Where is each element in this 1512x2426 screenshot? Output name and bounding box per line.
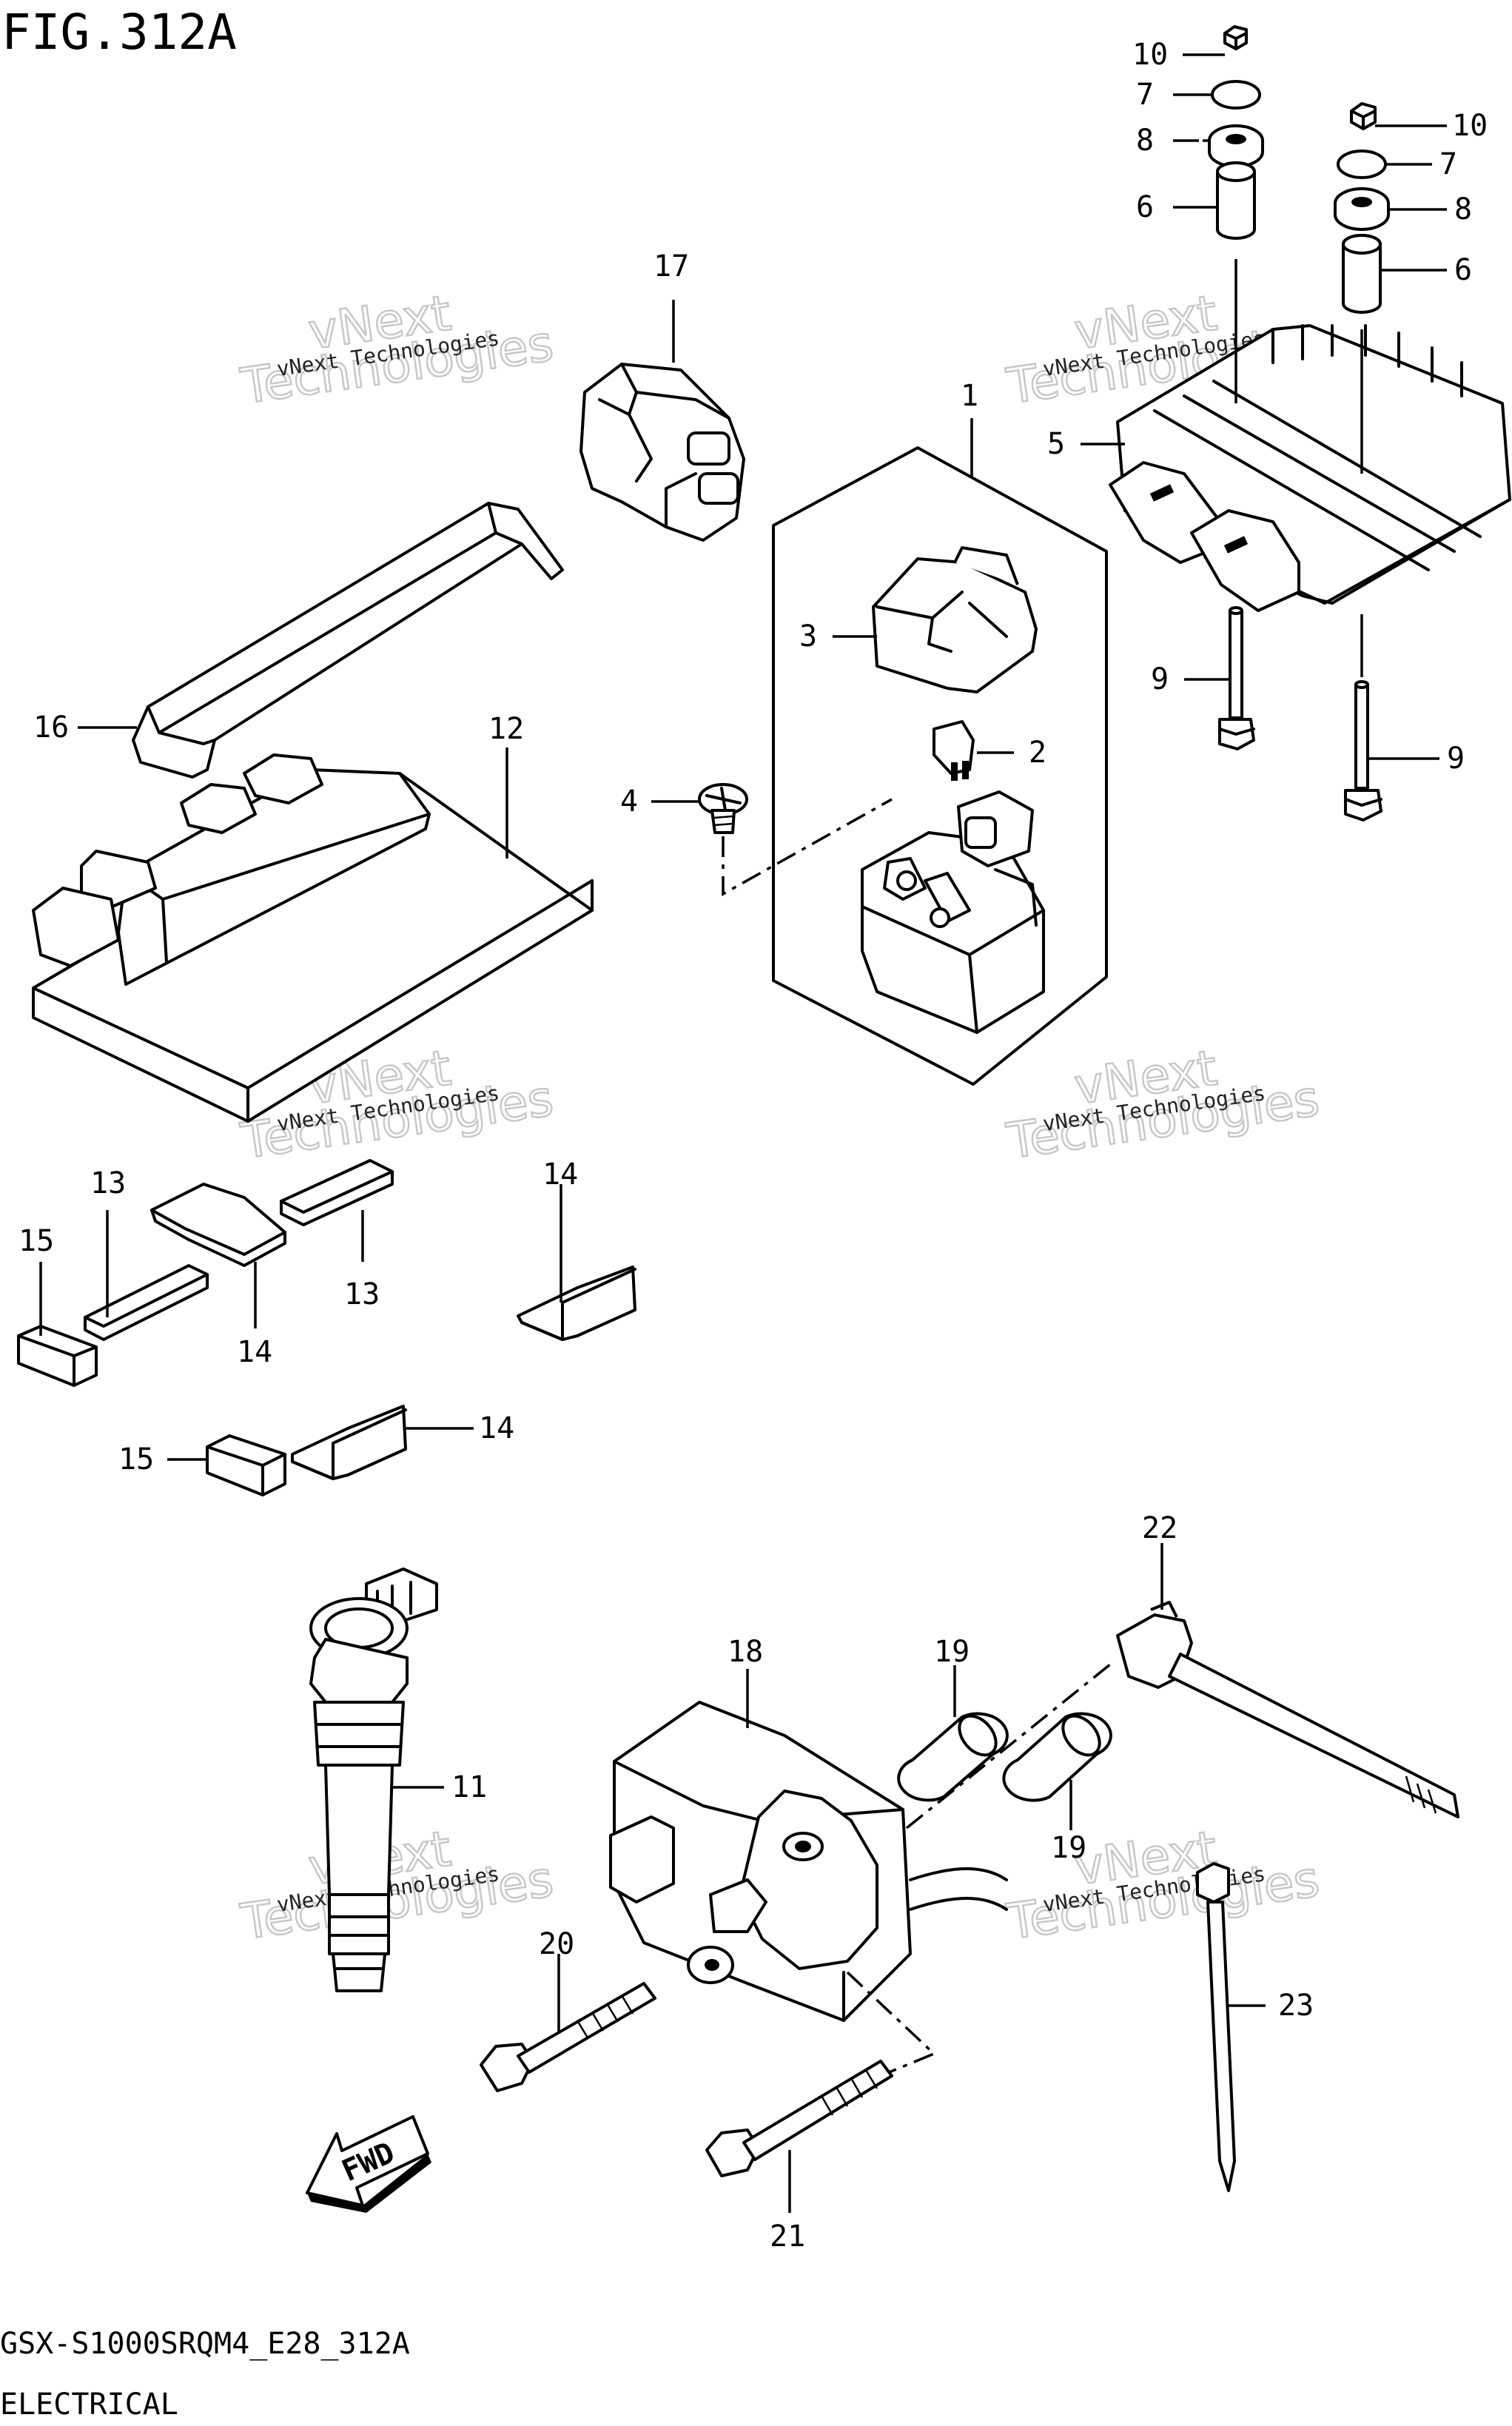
callout-8b: 8 [1454, 192, 1472, 226]
part-1-starter-relay-assembly [772, 446, 1108, 1086]
callout-14c: 14 [479, 1411, 514, 1445]
part-6-7-8-10-left-stack [1208, 25, 1264, 403]
part-19-collar-right [1002, 1712, 1112, 1802]
part-12-ecm [32, 753, 594, 1123]
callout-18: 18 [728, 1635, 763, 1669]
part-11-ignition-coil [309, 1568, 438, 1992]
callout-14b: 14 [542, 1157, 578, 1192]
callout-6b: 6 [1454, 253, 1472, 287]
callout-19b: 19 [1051, 1831, 1086, 1865]
callout-16: 16 [33, 710, 69, 745]
part-19-collar-left [897, 1712, 1009, 1802]
callout-3: 3 [799, 619, 817, 653]
part-13-14-15-pads [17, 1159, 636, 1496]
callout-5: 5 [1047, 427, 1065, 461]
callout-11: 11 [451, 1770, 487, 1804]
part-9-bolt-right [1344, 614, 1382, 821]
callout-7b: 7 [1439, 147, 1457, 181]
callout-13a: 13 [90, 1166, 126, 1200]
part-16-band [132, 502, 564, 779]
part-4-screw [698, 783, 893, 896]
part-6-7-8-10-right-stack [1334, 102, 1390, 474]
figure-title: FIG.312A [1, 4, 237, 61]
callout-23: 23 [1278, 1989, 1314, 2023]
watermark: Technologies vNext vNext Technologies [1002, 1819, 1323, 1952]
callout-6a: 6 [1136, 190, 1154, 224]
callout-8a: 8 [1136, 124, 1154, 158]
callout-1: 1 [961, 379, 978, 413]
callout-12: 12 [488, 712, 524, 746]
fwd-arrow-icon: FWD [306, 2115, 431, 2213]
callout-15a: 15 [19, 1224, 54, 1258]
callout-13b: 13 [344, 1277, 380, 1311]
watermark: Technologies vNext vNext Technologies [1002, 1038, 1323, 1171]
watermark: Technologies vNext vNext Technologies [236, 283, 557, 416]
callout-22: 22 [1142, 1511, 1177, 1545]
part-9-bolt-left [1218, 606, 1255, 750]
watermark: Technologies vNext vNext Technologies [236, 1819, 557, 1952]
callout-19a: 19 [934, 1635, 970, 1669]
part-23-cable-tie [1196, 1862, 1236, 2192]
part-5-regulator [1109, 324, 1511, 612]
callout-labels: 1 2 3 4 5 6 6 7 7 8 8 9 9 10 10 11 12 13… [19, 38, 1488, 2254]
leader-lines [39, 53, 1447, 2213]
callout-2: 2 [1029, 736, 1046, 770]
callout-20: 20 [539, 1927, 574, 1961]
section-label: ELECTRICAL [0, 2388, 178, 2422]
part-17-connector [579, 363, 745, 542]
part-18-actuator [609, 1660, 1115, 2085]
callout-21: 21 [770, 2220, 805, 2254]
callout-9b: 9 [1447, 742, 1465, 776]
callout-10a: 10 [1132, 38, 1168, 72]
model-code-label: GSX-S1000SRQM4_E28_312A [0, 2327, 410, 2361]
callout-14a: 14 [237, 1335, 272, 1369]
callout-17: 17 [653, 249, 689, 283]
callout-7a: 7 [1136, 78, 1154, 112]
part-22-cable-tie [1116, 1601, 1459, 1818]
part-20-bolt [480, 1982, 656, 2092]
callout-15b: 15 [118, 1442, 154, 1476]
callout-9a: 9 [1151, 662, 1169, 696]
callout-4: 4 [620, 784, 638, 819]
callout-10b: 10 [1452, 109, 1488, 143]
part-21-bolt [705, 2060, 893, 2177]
